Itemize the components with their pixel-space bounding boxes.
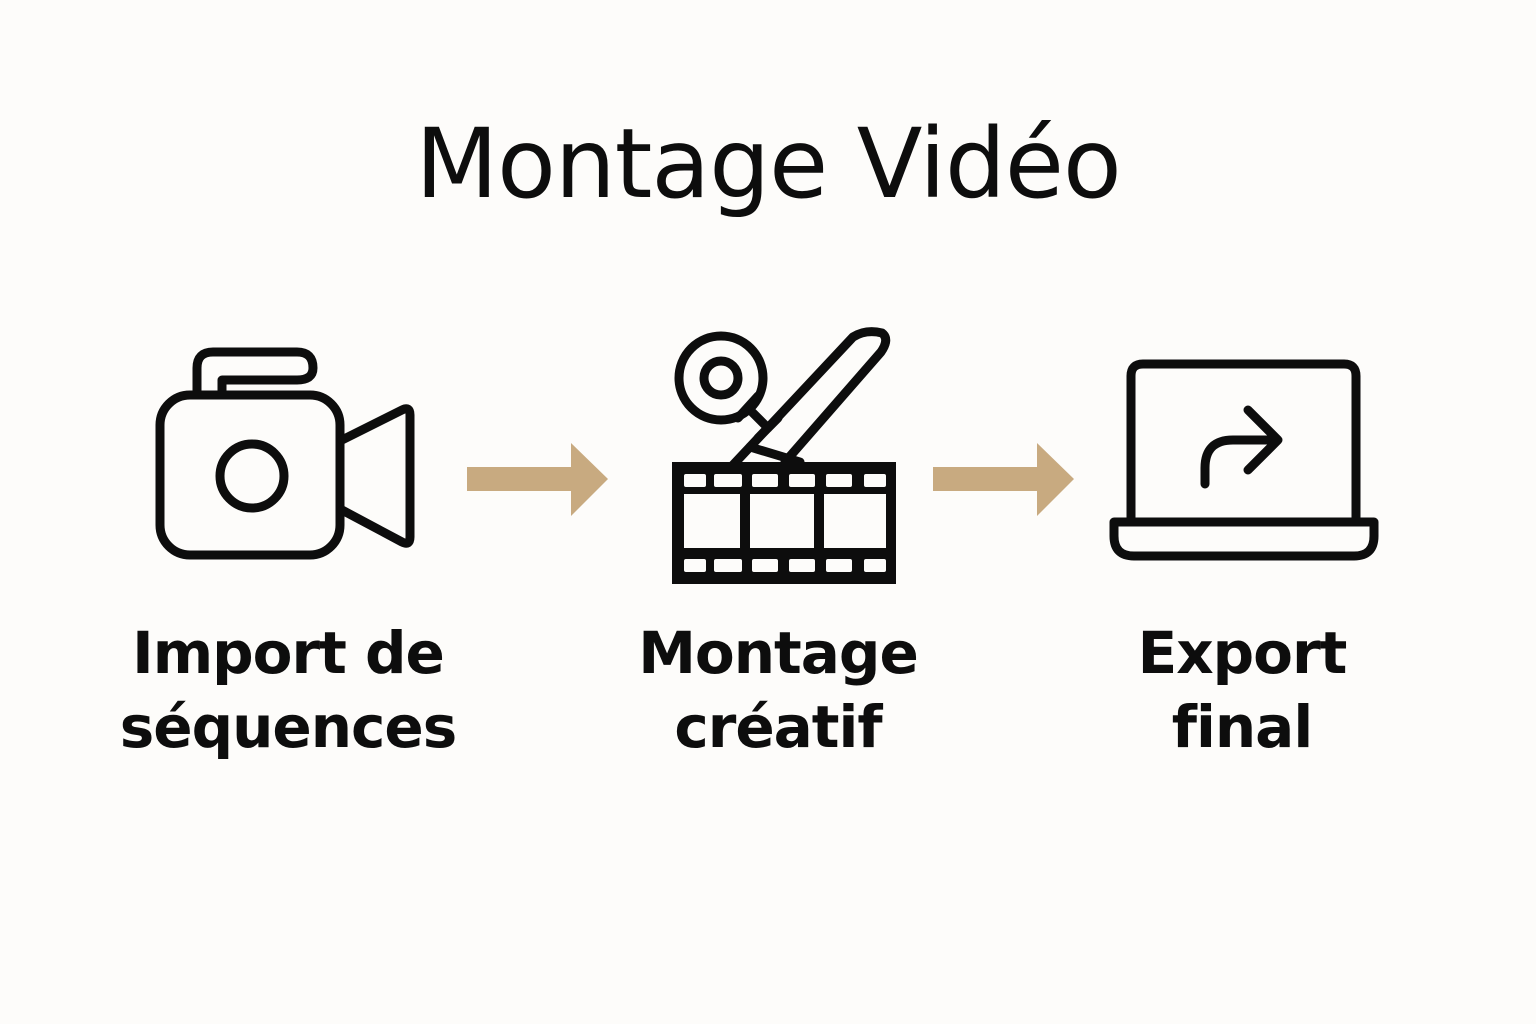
- diagram-title: Montage Vidéo: [415, 108, 1121, 220]
- flow-arrow-2: [933, 443, 1074, 516]
- step-label-line: créatif: [674, 693, 882, 761]
- editing-tools-film-strip-icon: [672, 327, 896, 584]
- step-label-import: Import de séquences: [78, 616, 498, 764]
- step-label-line: séquences: [119, 693, 458, 761]
- step-label-line: Export: [1137, 619, 1348, 687]
- step-label-montage: Montage créatif: [568, 616, 988, 764]
- laptop-export-icon: [1109, 359, 1379, 561]
- step-label-line: Montage: [638, 619, 919, 687]
- flow-arrow-1: [467, 443, 608, 516]
- step-label-line: Import de: [132, 619, 445, 687]
- step-label-line: final: [1171, 693, 1313, 761]
- video-camera-icon: [155, 347, 415, 560]
- step-label-export: Export final: [1032, 616, 1452, 764]
